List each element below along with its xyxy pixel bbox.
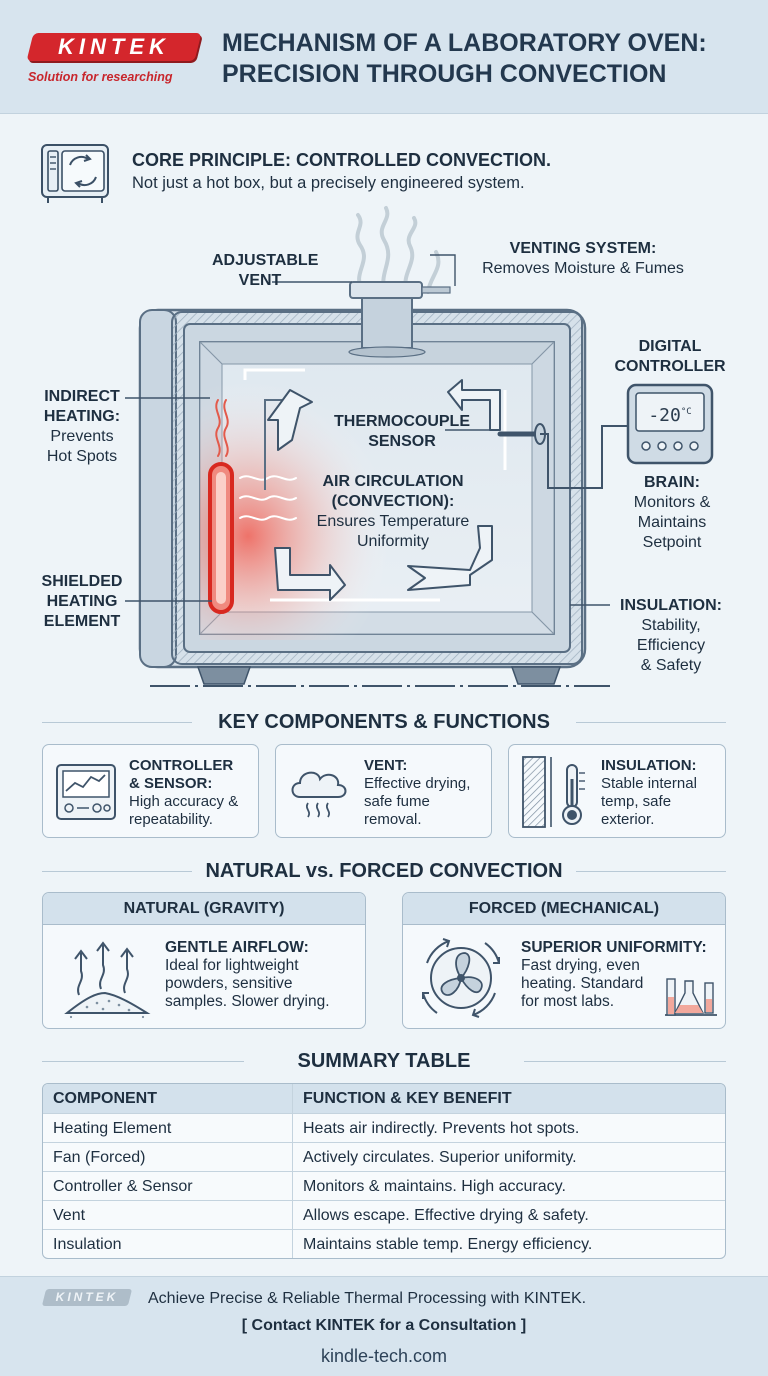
table-row: Controller & Sensor Monitors & maintains…: [43, 1171, 725, 1200]
divider: [42, 871, 192, 872]
table-row: Heating Element Heats air indirectly. Pr…: [43, 1113, 725, 1142]
page-title: MECHANISM OF A LABORATORY OVEN: PRECISIO…: [222, 29, 707, 88]
thermometer-insulation-icon: [522, 756, 585, 828]
column-header-component: COMPONENT: [43, 1084, 293, 1113]
component-card-insulation: INSULATION: Stable internal temp, safe e…: [508, 744, 726, 838]
divider: [576, 871, 726, 872]
summary-table: COMPONENT FUNCTION & KEY BENEFIT Heating…: [42, 1083, 726, 1259]
natural-convection-title: NATURAL (GRAVITY): [43, 893, 365, 925]
divider: [42, 722, 192, 723]
controller-display: -20°C: [648, 405, 692, 426]
controller-icon: [56, 764, 116, 820]
table-cell: Heating Element: [43, 1114, 293, 1142]
column-header-function: FUNCTION & KEY BENEFIT: [303, 1090, 512, 1107]
table-row: Fan (Forced) Actively circulates. Superi…: [43, 1142, 725, 1171]
table-cell: Monitors & maintains. High accuracy.: [303, 1178, 566, 1195]
convection-heading: NATURAL vs. FORCED CONVECTION: [205, 860, 563, 882]
natural-convection-panel: NATURAL (GRAVITY) GENTLE AIRFLOW: Ideal …: [42, 892, 366, 1029]
thermocouple-sensor-label: THERMOCOUPLE SENSOR: [334, 413, 470, 450]
divider: [576, 722, 726, 723]
table-cell: Fan (Forced): [43, 1143, 293, 1171]
adjustable-vent-cap: [349, 281, 423, 299]
table-cell: Insulation: [43, 1230, 293, 1258]
cloud-vent-icon: [291, 771, 347, 818]
table-cell: Maintains stable temp. Energy efficiency…: [303, 1236, 593, 1253]
indirect-heating-label: INDIRECT HEATING: Prevents Hot Spots: [43, 388, 121, 465]
footer-tagline: Achieve Precise & Reliable Thermal Proce…: [148, 1290, 587, 1307]
core-principle-subtitle: Not just a hot box, but a precisely engi…: [132, 174, 525, 192]
adjustable-vent-label: ADJUSTABLE VENT: [212, 252, 319, 289]
table-row: Insulation Maintains stable temp. Energy…: [43, 1229, 725, 1258]
insulation-label: INSULATION: Stability, Efficiency & Safe…: [620, 597, 722, 674]
lab-flasks-icon: [665, 978, 717, 1016]
table-header-row: COMPONENT FUNCTION & KEY BENEFIT: [43, 1084, 725, 1113]
website-link[interactable]: kindle-tech.com: [320, 1346, 448, 1366]
fan-icon: [422, 938, 500, 1018]
steam-wisps: [355, 206, 441, 294]
footer-logo: KINTEK: [55, 1290, 119, 1304]
shielded-heating-element-label: SHIELDED HEATING ELEMENT: [41, 573, 123, 630]
key-components-heading: KEY COMPONENTS & FUNCTIONS: [218, 711, 550, 733]
table-cell: Heats air indirectly. Prevents hot spots…: [303, 1120, 580, 1137]
table-row: Vent Allows escape. Effective drying & s…: [43, 1200, 725, 1229]
air-circulation-label: AIR CIRCULATION (CONVECTION): Ensures Te…: [316, 473, 470, 550]
component-card-vent: VENT: Effective drying, safe fume remova…: [275, 744, 492, 838]
divider: [42, 1061, 244, 1062]
digital-controller-label: DIGITAL CONTROLLER: [614, 338, 726, 375]
summary-table-heading: SUMMARY TABLE: [297, 1050, 471, 1072]
brain-label: BRAIN: Monitors & Maintains Setpoint: [633, 474, 711, 551]
forced-convection-panel: FORCED (MECHANICAL) SUPERIOR UNIFORMITY:…: [402, 892, 726, 1029]
core-principle-title: CORE PRINCIPLE: CONTROLLED CONVECTION.: [132, 150, 552, 170]
table-cell: Actively circulates. Superior uniformity…: [303, 1149, 577, 1166]
contact-link[interactable]: [ Contact KINTEK for a Consultation ]: [241, 1317, 527, 1334]
kintek-logo: KINTEK: [58, 34, 170, 59]
component-card-controller: CONTROLLER & SENSOR: High accuracy & rep…: [42, 744, 259, 838]
venting-system-label: VENTING SYSTEM: Removes Moisture & Fumes: [482, 240, 684, 277]
oven-cycle-icon: [41, 144, 109, 203]
oven-cutaway-diagram: [125, 206, 714, 687]
table-cell: Allows escape. Effective drying & safety…: [303, 1207, 589, 1224]
forced-convection-title: FORCED (MECHANICAL): [403, 893, 725, 925]
vent-chimney: [361, 295, 413, 349]
rising-air-powder-icon: [64, 941, 151, 1019]
table-cell: Controller & Sensor: [43, 1172, 293, 1200]
logo-tagline: Solution for researching: [28, 70, 173, 84]
table-cell: Vent: [43, 1201, 293, 1229]
divider: [524, 1061, 726, 1062]
